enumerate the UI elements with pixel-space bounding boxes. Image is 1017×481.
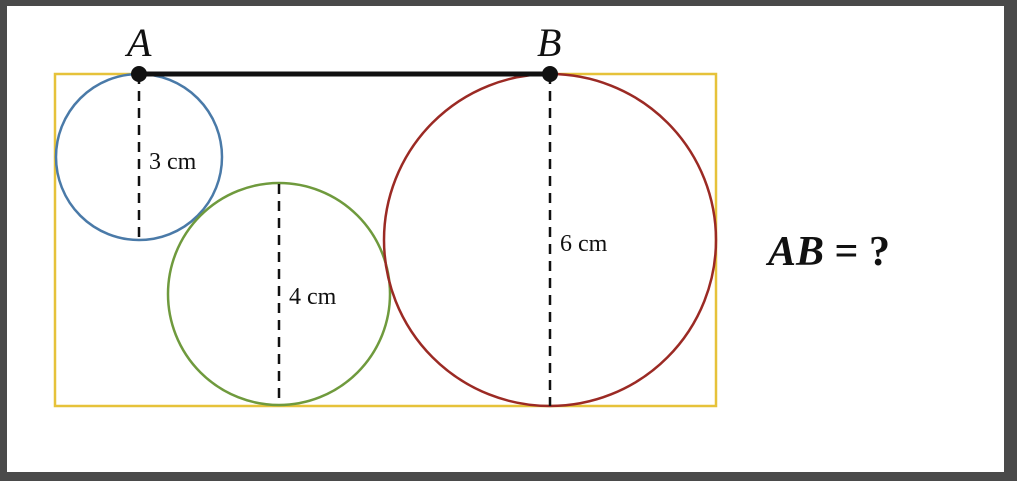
- point-b-label: B: [537, 20, 561, 65]
- point-a-dot: [131, 66, 147, 82]
- question-text: AB = ?: [765, 229, 890, 275]
- bounding-rectangle: [53, 72, 718, 408]
- large-circle: [382, 72, 718, 408]
- large-diameter-label: 6 cm: [560, 231, 608, 257]
- medium-circle: [166, 181, 392, 407]
- point-b-dot: [542, 66, 558, 82]
- question-equals: = ?: [824, 229, 890, 275]
- point-a-label: A: [124, 20, 152, 65]
- diagram-frame: [7, 6, 1004, 472]
- small-diameter-label: 3 cm: [149, 149, 197, 175]
- question-segment: AB: [765, 229, 824, 275]
- medium-diameter-label: 4 cm: [289, 284, 337, 310]
